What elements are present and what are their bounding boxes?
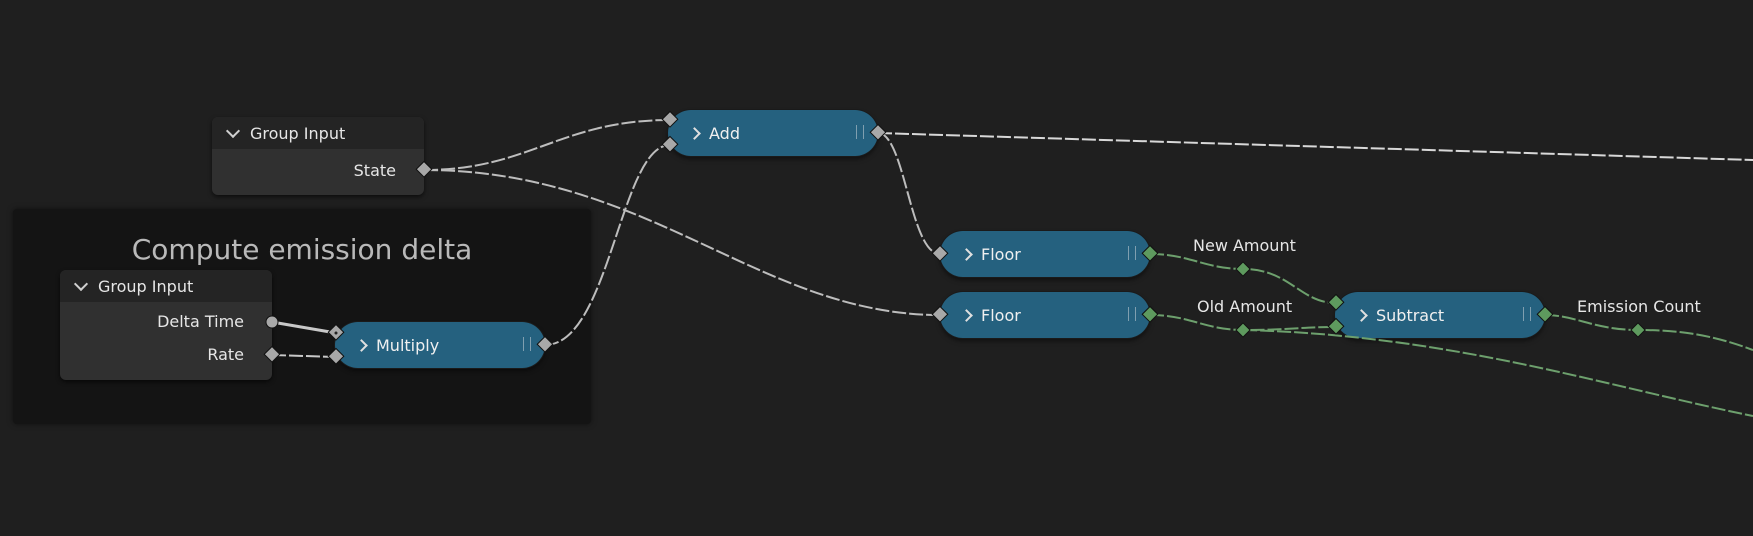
reroute-old-amount — [1235, 322, 1251, 338]
chevron-right-icon[interactable] — [1355, 308, 1368, 322]
reroute-label-emission-count: Emission Count — [1577, 297, 1701, 316]
chevron-down-icon[interactable] — [73, 276, 89, 291]
node-title: Multiply — [376, 335, 440, 355]
add-node[interactable]: Add — [668, 110, 878, 156]
chevron-right-icon[interactable] — [688, 126, 701, 140]
multiply-node[interactable]: Multiply — [335, 322, 545, 368]
group-input-node-inner[interactable]: Group Input Delta Time Rate — [60, 270, 272, 380]
drag-handle-icon[interactable] — [856, 125, 864, 139]
node-title: Floor — [981, 305, 1021, 325]
drag-handle-icon[interactable] — [1128, 246, 1136, 260]
node-header[interactable]: Group Input — [212, 117, 424, 149]
reroute-new-amount — [1235, 261, 1251, 277]
chevron-right-icon[interactable] — [960, 308, 973, 322]
node-title: Group Input — [98, 276, 194, 296]
drag-handle-icon[interactable] — [1128, 307, 1136, 321]
node-title: Group Input — [250, 123, 346, 143]
output-rate-label: Rate — [207, 345, 244, 364]
drag-handle-icon[interactable] — [523, 337, 531, 351]
frame-title: Compute emission delta — [131, 233, 473, 266]
drag-handle-icon[interactable] — [1523, 307, 1531, 321]
output-delta-time-label: Delta Time — [157, 312, 244, 331]
chevron-right-icon[interactable] — [355, 338, 368, 352]
floor-node-2[interactable]: Floor — [940, 292, 1150, 338]
node-title: Add — [709, 123, 740, 143]
reroute-label-old-amount: Old Amount — [1197, 297, 1293, 316]
chevron-down-icon[interactable] — [225, 123, 241, 138]
reroute-label-new-amount: New Amount — [1193, 236, 1296, 255]
subtract-node[interactable]: Subtract — [1335, 292, 1545, 338]
group-input-node-top[interactable]: Group Input State — [212, 117, 424, 195]
output-state-label: State — [353, 161, 396, 180]
chevron-right-icon[interactable] — [960, 247, 973, 261]
floor-node-1[interactable]: Floor — [940, 231, 1150, 277]
node-title: Floor — [981, 244, 1021, 264]
reroute-emission-count — [1630, 322, 1646, 338]
node-title: Subtract — [1376, 305, 1445, 325]
node-header[interactable]: Group Input — [60, 270, 272, 302]
